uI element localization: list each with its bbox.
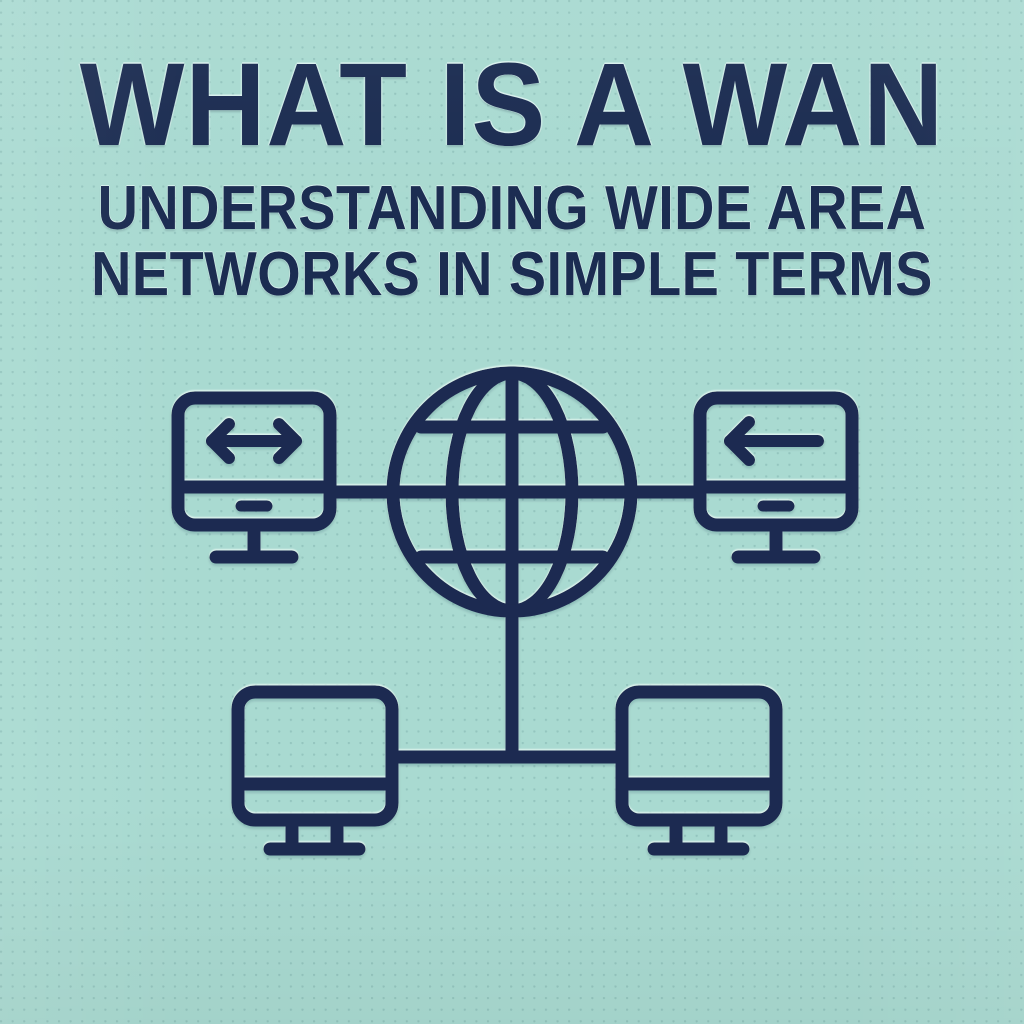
left-arrow-icon	[724, 416, 824, 466]
diagram-ink-group	[171, 366, 859, 856]
page-subtitle-line-2: NETWORKS IN SIMPLE TERMS	[91, 240, 933, 309]
monitor-top-left	[171, 391, 337, 564]
monitor-bottom-left	[231, 685, 399, 856]
monitor-top-right	[693, 391, 859, 564]
page-subtitle-line-1: UNDERSTANDING WIDE AREA	[97, 174, 927, 243]
monitor-bottom-right	[615, 685, 783, 856]
left-right-arrow-icon	[206, 418, 302, 464]
globe-icon	[386, 366, 638, 618]
page-title: WHAT IS A WAN	[79, 39, 945, 171]
